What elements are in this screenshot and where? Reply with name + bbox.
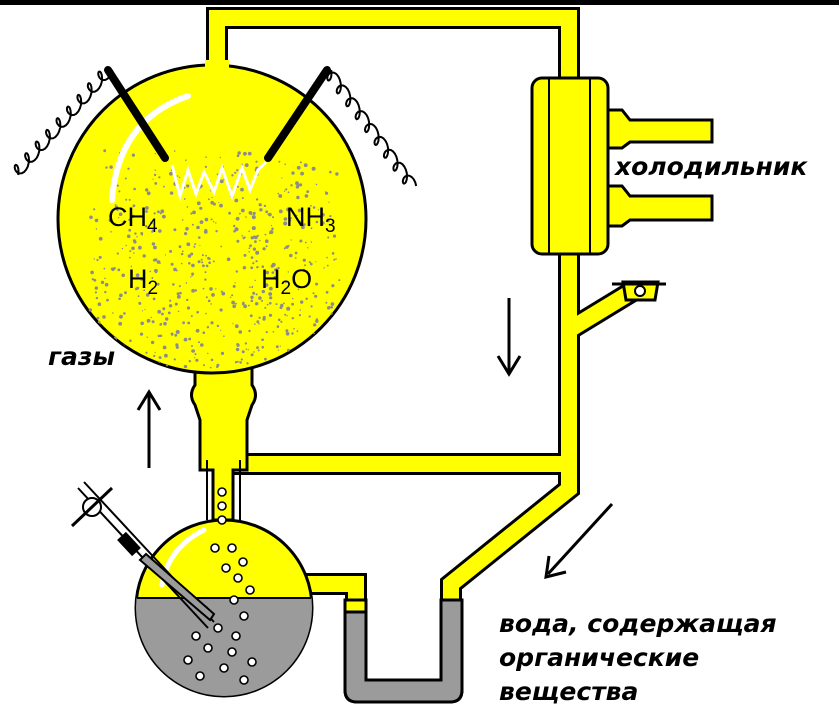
water-label: вода, содержащая органические вещества — [499, 607, 777, 709]
water-label-line-2: органические — [499, 643, 700, 672]
formula-hydrogen: H2 — [128, 264, 159, 299]
bubble-icon — [238, 557, 248, 567]
boiling-flask — [134, 487, 314, 698]
bubble-icon — [191, 631, 201, 641]
bubble-icon — [213, 623, 223, 633]
formula-methane: CH4 — [108, 202, 158, 237]
bubble-icon — [183, 655, 193, 665]
bubble-icon — [217, 487, 227, 497]
bubble-icon — [245, 585, 255, 595]
arrow-up-icon — [136, 389, 162, 468]
formula-water: H2O — [261, 264, 313, 299]
bubble-icon — [229, 595, 239, 605]
bubble-icon — [231, 631, 241, 641]
bubble-icon — [217, 515, 227, 525]
bubble-icon — [195, 671, 205, 681]
water-label-line-1: вода, содержащая — [499, 609, 777, 638]
bubble-icon — [239, 611, 249, 621]
gas-flask — [56, 60, 368, 375]
heater-electrode — [70, 481, 216, 629]
arrow-down-icon — [496, 298, 522, 377]
u-trap — [343, 598, 464, 704]
bubble-icon — [227, 543, 237, 553]
condenser — [530, 76, 714, 256]
condenser-label: холодильник — [615, 152, 808, 181]
coil-wire-icon — [13, 69, 418, 187]
gas-speckles — [88, 149, 341, 372]
bubble-icon — [203, 643, 213, 653]
bubble-icon — [227, 647, 237, 657]
water-label-line-3: вещества — [499, 677, 639, 706]
bubble-icon — [233, 573, 243, 583]
bubble-icon — [221, 563, 231, 573]
arrow-diagonal-icon — [544, 502, 614, 579]
formula-ammonia: NH3 — [286, 202, 336, 237]
gases-label: газы — [48, 342, 116, 371]
bubble-icon — [217, 501, 227, 511]
electrode-icon — [104, 66, 331, 162]
bubble-icon — [247, 657, 257, 667]
spark-icon — [170, 160, 268, 202]
glass-highlight — [109, 93, 191, 203]
stopcock-icon — [612, 280, 666, 302]
top-border — [0, 0, 839, 5]
bubble-icon — [210, 543, 220, 553]
glass-tubing — [206, 7, 639, 604]
bubble-icon — [219, 663, 229, 673]
bubble-icon — [239, 675, 249, 685]
